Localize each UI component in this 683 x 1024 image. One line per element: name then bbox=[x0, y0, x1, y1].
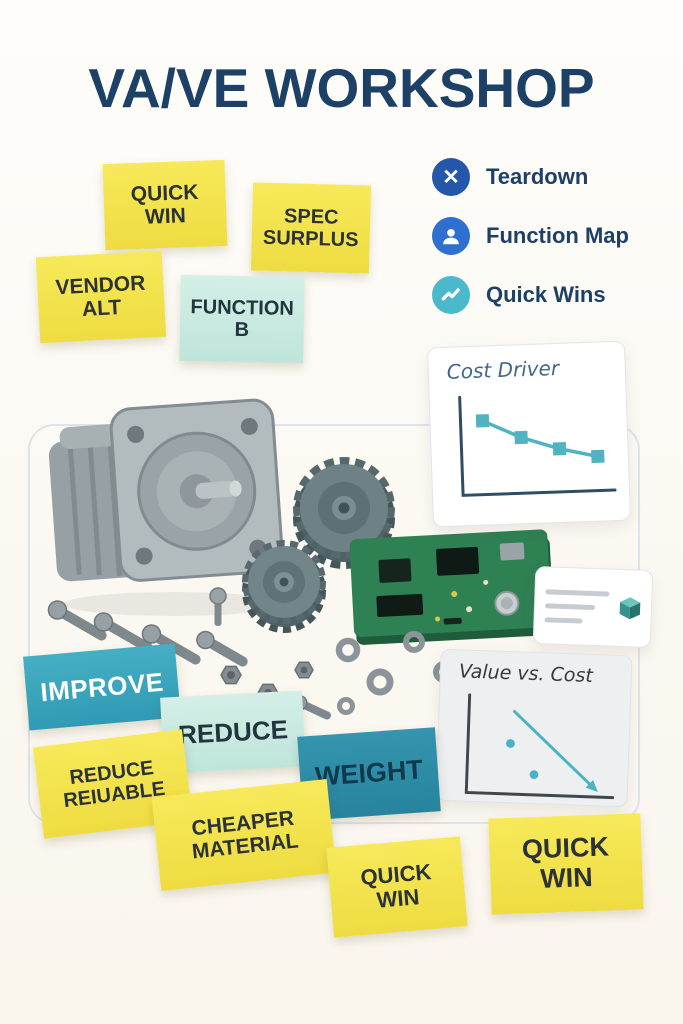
bolt bbox=[196, 630, 248, 667]
legend: ✕ Teardown Function Map Quick Wins bbox=[432, 158, 629, 314]
relay-block bbox=[499, 542, 525, 561]
sticky-note-quick-win-bottom-right: QUICK WIN bbox=[488, 813, 644, 915]
washer bbox=[403, 631, 425, 653]
data-marker bbox=[591, 449, 605, 464]
gearbox-shadow bbox=[64, 592, 284, 616]
chip bbox=[378, 558, 412, 583]
text-lines bbox=[544, 588, 610, 624]
sticky-note-improve: IMPROVE bbox=[23, 643, 181, 731]
sticky-note-vendor-alt: VENDOR ALT bbox=[35, 250, 167, 344]
legend-item-function-map: Function Map bbox=[432, 217, 629, 255]
spur-gear-small bbox=[242, 540, 326, 633]
hex-nut bbox=[294, 661, 314, 679]
cube-icon bbox=[619, 597, 641, 620]
sticky-note-quick-win-bottom-center: QUICK WIN bbox=[326, 836, 468, 938]
text-line bbox=[544, 616, 583, 624]
legend-label-quick-wins: Quick Wins bbox=[486, 282, 606, 307]
small-gear-illustration bbox=[234, 538, 334, 640]
sticky-note-function-b: FUNCTION B bbox=[179, 274, 305, 364]
text-line bbox=[544, 602, 596, 610]
output-shaft bbox=[195, 481, 236, 499]
sticky-note-quick-win-top: QUICK WIN bbox=[102, 159, 228, 251]
circuit-board-illustration bbox=[347, 521, 563, 658]
bolt bbox=[93, 612, 153, 653]
zigzag-glyph bbox=[441, 288, 460, 301]
page-title: VA/VE WORKSHOP bbox=[88, 57, 595, 119]
trend-check-circle-icon bbox=[432, 276, 470, 314]
circuit-board bbox=[349, 529, 555, 645]
cost-driver-line-chart bbox=[458, 395, 617, 497]
legend-item-teardown: ✕ Teardown bbox=[432, 158, 629, 196]
cost-driver-chart-card: Cost Driver bbox=[426, 340, 632, 528]
gearbox-housing-illustration bbox=[44, 376, 300, 620]
gear-face bbox=[293, 457, 395, 559]
person-glyph bbox=[443, 228, 459, 245]
bolt bbox=[141, 624, 201, 665]
washer bbox=[335, 637, 361, 663]
text-line bbox=[545, 588, 610, 597]
legend-label-teardown: Teardown bbox=[486, 164, 589, 189]
washer bbox=[366, 668, 394, 696]
washer bbox=[337, 697, 355, 715]
gearbox-housing bbox=[48, 398, 284, 616]
gear-face bbox=[242, 540, 326, 624]
value-vs-cost-chart bbox=[464, 693, 615, 800]
data-point bbox=[529, 770, 539, 780]
gearbox-body-group bbox=[48, 398, 284, 582]
arrowhead bbox=[585, 779, 598, 792]
trend-arrow bbox=[512, 710, 593, 788]
sticky-note-spec-surplus: SPEC SURPLUS bbox=[250, 182, 372, 274]
hex-nut bbox=[220, 665, 242, 685]
notes-thumbnail-card bbox=[532, 565, 654, 649]
value-vs-cost-chart-card: Value vs. Cost bbox=[435, 648, 633, 808]
chart-axes bbox=[464, 693, 615, 800]
x-glyph: ✕ bbox=[442, 165, 460, 189]
bolt bbox=[47, 600, 107, 641]
sticky-note-cheaper-material: CHEAPER MATERIAL bbox=[151, 779, 337, 891]
person-circle-icon bbox=[432, 217, 470, 255]
data-point bbox=[506, 739, 515, 748]
legend-item-quick-wins: Quick Wins bbox=[432, 276, 629, 314]
screw-vertical bbox=[209, 587, 227, 626]
chip bbox=[435, 546, 480, 576]
data-marker bbox=[514, 430, 528, 445]
chart-axes bbox=[458, 395, 617, 497]
cost-driver-chart-title: Cost Driver bbox=[446, 355, 560, 384]
chip bbox=[376, 593, 424, 617]
data-marker bbox=[475, 414, 490, 428]
x-circle-icon: ✕ bbox=[432, 158, 470, 196]
data-marker bbox=[552, 442, 567, 456]
legend-label-function-map: Function Map bbox=[486, 223, 629, 248]
